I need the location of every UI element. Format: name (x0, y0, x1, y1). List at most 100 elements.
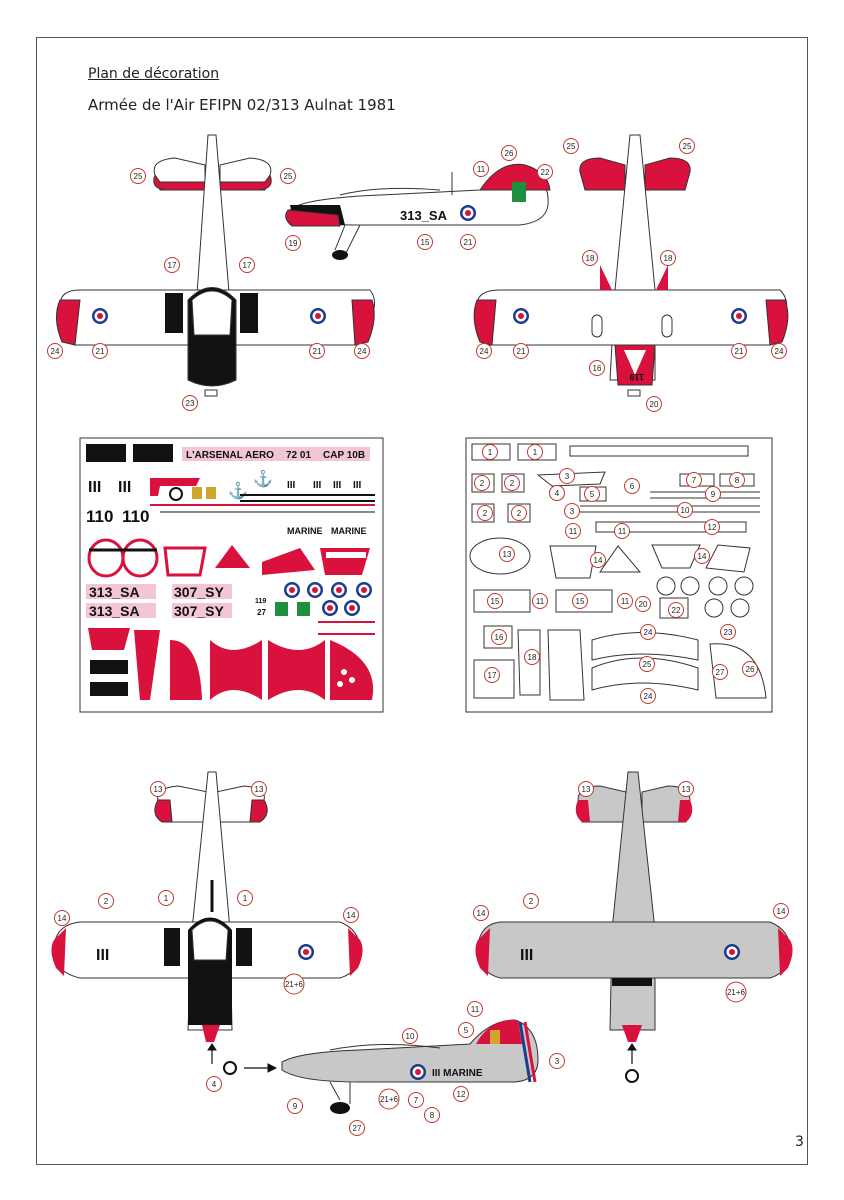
svg-text:20: 20 (639, 600, 648, 609)
page-subtitle: Armée de l'Air EFIPN 02/313 Aulnat 1981 (88, 96, 396, 114)
key-number-22: 14 (694, 548, 710, 564)
svg-text:12: 12 (708, 523, 717, 532)
callout-top-20: 24 (476, 343, 492, 359)
svg-text:16: 16 (495, 633, 504, 642)
callout-bottom-20: 9 (287, 1098, 303, 1114)
svg-text:24: 24 (480, 347, 489, 356)
svg-text:15: 15 (491, 597, 500, 606)
decal-code-1: 313_SA (89, 584, 140, 600)
key-number-11: 5 (584, 486, 600, 502)
svg-text:25: 25 (134, 172, 143, 181)
key-number-2: 1 (527, 444, 543, 460)
svg-text:27: 27 (353, 1124, 362, 1133)
svg-text:16: 16 (593, 364, 602, 373)
callout-top-14: 15 (417, 234, 433, 250)
side-code-text: 313_SA (400, 208, 448, 223)
key-number-15: 9 (705, 486, 721, 502)
key-number-10: 4 (549, 485, 565, 501)
decal-header-2: 72 01 (286, 450, 311, 461)
callout-top-24: 16 (589, 360, 605, 376)
callout-bottom-25: 12 (453, 1086, 469, 1102)
key-number-30: 18 (524, 649, 540, 665)
decal-roman-5: III (333, 480, 342, 491)
svg-text:22: 22 (672, 606, 681, 615)
callout-top-15: 21 (460, 234, 476, 250)
key-number-21: 14 (590, 552, 606, 568)
page-title: Plan de décoration (88, 66, 220, 82)
svg-text:17: 17 (488, 671, 497, 680)
svg-text:1: 1 (164, 894, 169, 903)
key-number-group: 1122223334567891011111213141415151111202… (474, 444, 758, 704)
key-number-17: 11 (565, 523, 581, 539)
svg-text:17: 17 (168, 261, 177, 270)
key-number-13: 7 (686, 472, 702, 488)
svg-text:5: 5 (590, 490, 595, 499)
arrows (207, 1043, 639, 1083)
callout-bottom-2: 13 (251, 781, 267, 797)
svg-text:3: 3 (570, 507, 575, 516)
svg-text:26: 26 (746, 665, 755, 674)
page-frame (36, 37, 808, 1165)
callout-bottom-15: 21+6 (725, 981, 747, 1003)
key-number-27: 20 (635, 596, 651, 612)
decal-sheet: L'ARSENAL AERO 72 01 CAP 10B III III ⚓ ⚓… (79, 437, 384, 713)
aircraft-bottom-view-grey: III (475, 771, 793, 1042)
svg-text:2: 2 (480, 479, 485, 488)
decal-roman-2: III (118, 479, 131, 496)
aircraft-side-view-marine: III MARINE (281, 1019, 539, 1114)
svg-text:⚓: ⚓ (253, 469, 273, 488)
callout-bottom-12: 2 (523, 893, 539, 909)
key-number-36: 27 (712, 664, 728, 680)
decal-marine-2: MARINE (331, 526, 367, 536)
svg-text:14: 14 (58, 914, 67, 923)
svg-text:8: 8 (430, 1111, 435, 1120)
callout-top-11: 26 (501, 145, 517, 161)
svg-text:2: 2 (483, 509, 488, 518)
decal-header-1: L'ARSENAL AERO (186, 450, 274, 461)
tail-code-text: 119 (629, 372, 644, 382)
svg-text:10: 10 (406, 1032, 415, 1041)
svg-text:13: 13 (503, 550, 512, 559)
aircraft-side-view-top: 313_SA (285, 163, 551, 260)
svg-text:10: 10 (681, 506, 690, 515)
callout-top-7: 24 (47, 343, 63, 359)
svg-text:21: 21 (464, 238, 473, 247)
key-number-32: 24 (640, 624, 656, 640)
svg-text:6: 6 (630, 482, 635, 491)
callout-bottom-4: 1 (158, 890, 174, 906)
key-number-29: 16 (491, 629, 507, 645)
callout-top-6: 21 (309, 343, 325, 359)
callout-top-8: 24 (354, 343, 370, 359)
callout-top-10: 11 (473, 161, 489, 177)
callout-top-18: 18 (582, 250, 598, 266)
aircraft-top-view-left (56, 134, 376, 397)
svg-text:18: 18 (586, 254, 595, 263)
callout-top-2: 25 (280, 168, 296, 184)
key-number-9: 3 (564, 503, 580, 519)
decal-110-2: 110 (122, 507, 149, 526)
svg-text:11: 11 (569, 527, 578, 536)
key-number-16: 10 (677, 502, 693, 518)
svg-text:1: 1 (488, 448, 493, 457)
key-number-31: 17 (484, 667, 500, 683)
svg-text:24: 24 (644, 628, 653, 637)
svg-text:2: 2 (517, 509, 522, 518)
svg-text:26: 26 (505, 149, 514, 158)
decal-code-2: 307_SY (174, 584, 224, 600)
svg-text:4: 4 (555, 489, 560, 498)
svg-text:1: 1 (243, 894, 248, 903)
callout-bottom-7: 14 (343, 907, 359, 923)
callout-bottom-23: 7 (408, 1092, 424, 1108)
svg-text:12: 12 (457, 1090, 466, 1099)
svg-text:9: 9 (293, 1102, 298, 1111)
callout-bottom-6: 14 (54, 910, 70, 926)
key-number-26: 11 (617, 593, 633, 609)
callout-top-23: 24 (771, 343, 787, 359)
svg-text:21: 21 (96, 347, 105, 356)
decal-roman-1: III (88, 479, 101, 496)
svg-text:2: 2 (104, 897, 109, 906)
key-number-6: 2 (511, 505, 527, 521)
callout-bottom-3: 2 (98, 893, 114, 909)
